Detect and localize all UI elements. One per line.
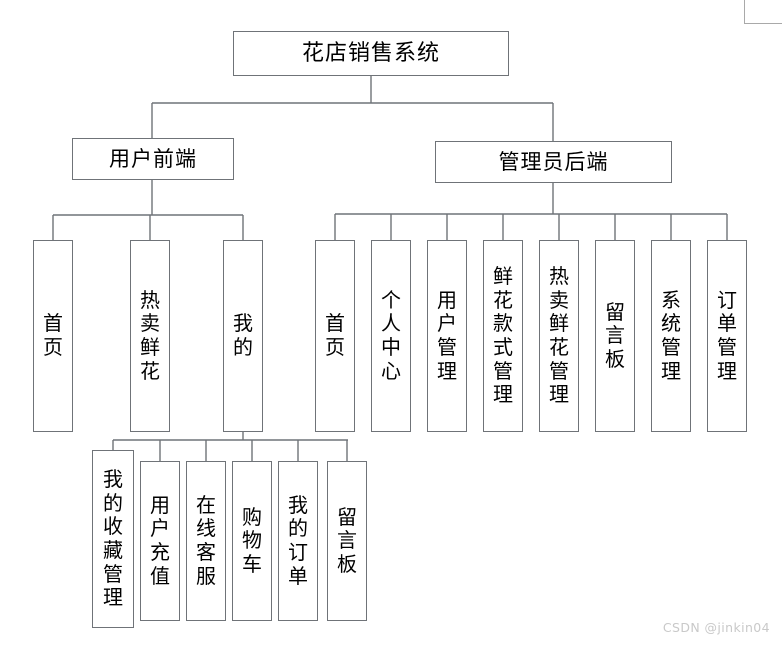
node-mine-我的收藏管理[interactable]: 我的收藏管理 xyxy=(92,450,134,628)
node-mine-在线客服[interactable]: 在线客服 xyxy=(186,461,226,621)
node-mine-用户充值[interactable]: 用户充值 xyxy=(140,461,180,621)
node-label: 系统管理 xyxy=(661,287,681,383)
node-label: 用户充值 xyxy=(150,492,170,588)
node-label: 管理员后端 xyxy=(498,149,609,174)
node-branch-用户前端[interactable]: 用户前端 xyxy=(72,138,234,180)
node-label: 鲜花款式管理 xyxy=(493,264,513,407)
node-branch-管理员后端[interactable]: 管理员后端 xyxy=(435,141,672,183)
node-admin-系统管理[interactable]: 系统管理 xyxy=(651,240,691,432)
node-label: 留言板 xyxy=(337,504,357,576)
node-label: 个人中心 xyxy=(381,287,401,383)
node-label: 用户管理 xyxy=(437,287,457,383)
node-admin-个人中心[interactable]: 个人中心 xyxy=(371,240,411,432)
node-label: 首页 xyxy=(325,311,345,359)
node-mine-我的订单[interactable]: 我的订单 xyxy=(278,461,318,621)
node-admin-热卖鲜花管理[interactable]: 热卖鲜花管理 xyxy=(539,240,579,432)
corner-crop-mark xyxy=(744,0,782,24)
node-admin-用户管理[interactable]: 用户管理 xyxy=(427,240,467,432)
node-label: 我的 xyxy=(233,311,253,359)
node-label: 在线客服 xyxy=(196,492,216,588)
node-mine-购物车[interactable]: 购物车 xyxy=(232,461,272,621)
node-label: 订单管理 xyxy=(717,287,737,383)
node-label: 首页 xyxy=(43,311,63,359)
node-label: 我的收藏管理 xyxy=(103,467,123,610)
node-admin-留言板[interactable]: 留言板 xyxy=(595,240,635,432)
node-label: 花店销售系统 xyxy=(301,40,440,66)
node-user-热卖鲜花[interactable]: 热卖鲜花 xyxy=(130,240,170,432)
node-user-首页[interactable]: 首页 xyxy=(33,240,73,432)
node-label: 热卖鲜花管理 xyxy=(549,264,569,407)
node-label: 留言板 xyxy=(605,299,625,371)
node-label: 热卖鲜花 xyxy=(140,287,160,383)
node-admin-订单管理[interactable]: 订单管理 xyxy=(707,240,747,432)
node-label: 我的订单 xyxy=(288,492,308,588)
node-label: 购物车 xyxy=(242,504,262,576)
node-user-我的[interactable]: 我的 xyxy=(223,240,263,432)
node-root-花店销售系统[interactable]: 花店销售系统 xyxy=(233,31,509,76)
node-admin-首页[interactable]: 首页 xyxy=(315,240,355,432)
node-admin-鲜花款式管理[interactable]: 鲜花款式管理 xyxy=(483,240,523,432)
watermark-text: CSDN @jinkin04 xyxy=(662,620,770,635)
node-label: 用户前端 xyxy=(109,146,197,171)
node-mine-留言板[interactable]: 留言板 xyxy=(327,461,367,621)
